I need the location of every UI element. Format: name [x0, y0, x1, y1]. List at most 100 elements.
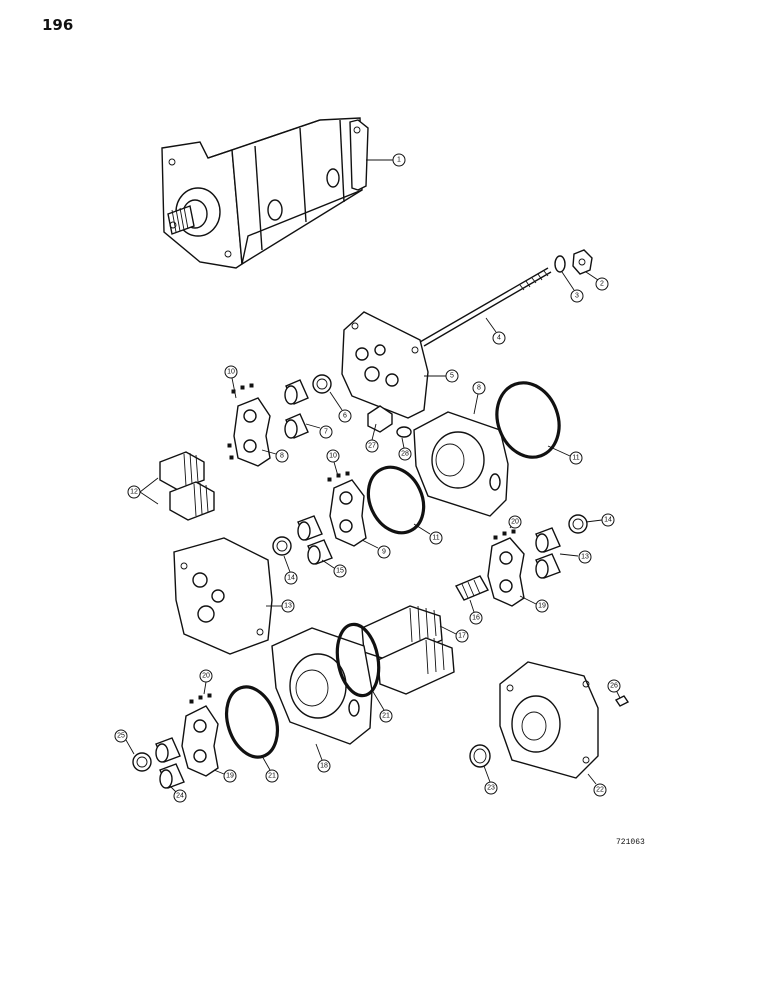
callout: 1	[392, 153, 406, 167]
callout: 20	[508, 515, 522, 529]
seal-ring-right	[568, 514, 588, 534]
callout: 8	[275, 449, 289, 463]
callout: 22	[593, 783, 607, 797]
gear-shaft-pair-upper	[159, 451, 215, 521]
bushings-middle	[297, 515, 333, 565]
pump-assembly	[161, 117, 369, 269]
callout: 12	[127, 485, 141, 499]
callout: 5	[445, 369, 459, 383]
wear-plate-middle	[329, 479, 367, 547]
callout: 16	[469, 611, 483, 625]
wear-plate-upper	[233, 397, 271, 467]
svg-text:12: 12	[130, 489, 138, 496]
callout: 23	[484, 781, 498, 795]
through-bolt	[419, 267, 552, 347]
svg-text:5: 5	[450, 373, 454, 380]
callout: 20	[199, 669, 213, 683]
o-ring	[396, 426, 412, 438]
callout: 18	[317, 759, 331, 773]
callout: 13	[281, 599, 295, 613]
svg-text:18: 18	[320, 763, 328, 770]
svg-text:13: 13	[581, 554, 589, 561]
seal-ring-lower	[225, 685, 279, 759]
svg-text:22: 22	[596, 787, 604, 794]
svg-text:11: 11	[572, 455, 579, 462]
gear-housing-upper	[413, 411, 509, 517]
gear-housing-lower	[271, 627, 373, 745]
svg-text:7: 7	[324, 429, 328, 436]
svg-text:23: 23	[487, 785, 495, 792]
callout: 3	[570, 289, 584, 303]
page-number: 196	[42, 16, 74, 34]
callout: 25	[114, 729, 128, 743]
callout: 4	[492, 331, 506, 345]
callout: 17	[455, 629, 469, 643]
figure-code: 721063	[616, 838, 645, 847]
seal-ring	[312, 374, 332, 394]
callout: 13	[578, 550, 592, 564]
wear-plate-lower	[181, 705, 219, 777]
svg-text:20: 20	[511, 519, 519, 526]
callout: 19	[535, 599, 549, 613]
svg-text:14: 14	[604, 517, 612, 524]
seal-ring-lower-left	[132, 752, 152, 772]
svg-text:24: 24	[176, 793, 184, 800]
seal-ring-large	[495, 381, 561, 459]
bushings-lower	[155, 737, 185, 789]
svg-text:1: 1	[397, 157, 401, 164]
seal-ring-left	[272, 536, 292, 556]
svg-text:26: 26	[610, 683, 618, 690]
svg-text:10: 10	[329, 453, 337, 460]
seal-ring-middle	[366, 465, 426, 535]
callouts: 1 2 3 4 5 6 7 8 8 10 11 12 27 28 10 9 11…	[114, 153, 621, 803]
callout: 11	[569, 451, 583, 465]
callout: 14	[601, 513, 615, 527]
svg-text:14: 14	[287, 575, 295, 582]
washer	[554, 255, 566, 273]
shaft-seal	[469, 744, 491, 768]
callout: 26	[607, 679, 621, 693]
svg-text:10: 10	[227, 369, 235, 376]
callout: 2	[595, 277, 609, 291]
svg-text:21: 21	[268, 773, 276, 780]
callout: 10	[326, 449, 340, 463]
svg-text:19: 19	[538, 603, 546, 610]
callout: 9	[377, 545, 391, 559]
nut	[572, 249, 593, 275]
callout: 24	[173, 789, 187, 803]
svg-text:2: 2	[600, 281, 604, 288]
fitting	[367, 405, 393, 433]
svg-text:15: 15	[336, 568, 344, 575]
svg-text:8: 8	[280, 453, 284, 460]
svg-text:21: 21	[382, 713, 390, 720]
body-block	[173, 537, 273, 655]
coupling	[454, 575, 490, 601]
callout: 27	[365, 439, 379, 453]
svg-text:17: 17	[458, 633, 466, 640]
svg-text:11: 11	[432, 535, 439, 542]
bushings-right	[535, 527, 561, 579]
callout: 6	[338, 409, 352, 423]
svg-text:16: 16	[472, 615, 480, 622]
callout: 11	[429, 531, 443, 545]
svg-text:4: 4	[497, 335, 501, 342]
gear-shaft-pair-lower	[361, 605, 455, 695]
bushings-upper	[284, 379, 309, 439]
plug	[614, 695, 630, 707]
callout: 14	[284, 571, 298, 585]
callout: 10	[224, 365, 238, 379]
svg-text:19: 19	[226, 773, 234, 780]
callout: 15	[333, 564, 347, 578]
callout: 19	[223, 769, 237, 783]
svg-text:9: 9	[382, 549, 386, 556]
callout: 8	[472, 381, 486, 395]
mounting-flange	[499, 661, 599, 779]
svg-text:25: 25	[117, 733, 125, 740]
svg-text:20: 20	[202, 673, 210, 680]
wear-plate-right	[487, 537, 525, 607]
callout: 28	[398, 447, 412, 461]
seal-ring-back	[335, 622, 381, 698]
svg-text:8: 8	[477, 385, 481, 392]
rear-cover	[341, 311, 429, 419]
